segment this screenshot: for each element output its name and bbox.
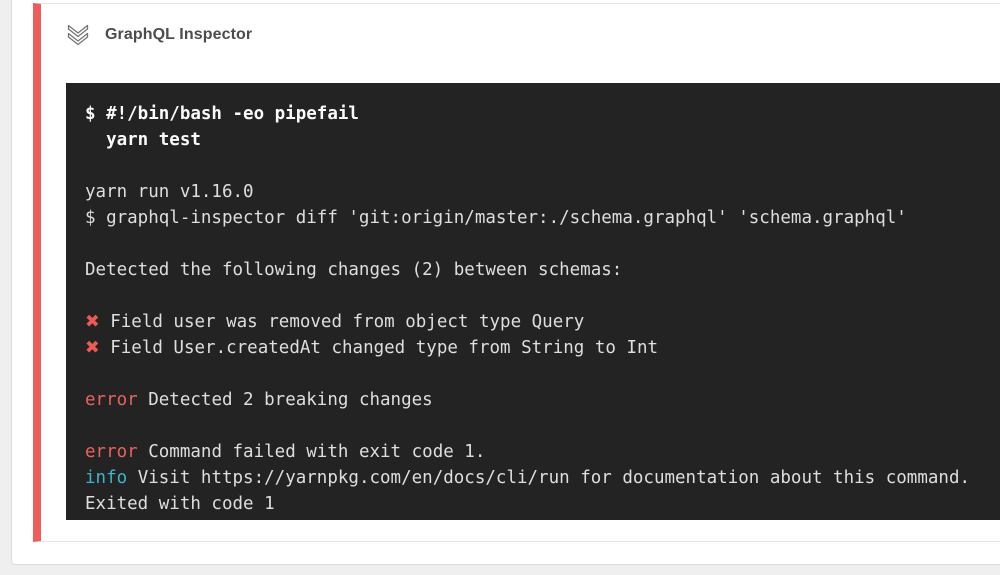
terminal-line: ✖ Field user was removed from object typ… bbox=[85, 309, 1000, 335]
terminal-segment-plain: Detected the following changes (2) betwe… bbox=[85, 260, 623, 280]
terminal-line bbox=[85, 413, 1000, 439]
terminal-line: $ #!/bin/bash -eo pipefail bbox=[85, 101, 1000, 127]
terminal-line bbox=[85, 361, 1000, 387]
terminal-segment-plain: Visit https://yarnpkg.com/en/docs/cli/ru… bbox=[127, 468, 971, 488]
terminal-line: ✖ Field User.createdAt changed type from… bbox=[85, 335, 1000, 361]
terminal-segment-plain: Field User.createdAt changed type from S… bbox=[99, 338, 659, 358]
step-title: GraphQL Inspector bbox=[105, 26, 253, 43]
terminal-segment-plain: $ graphql-inspector diff 'git:origin/mas… bbox=[85, 208, 907, 228]
terminal-segment-info: info bbox=[85, 468, 128, 488]
step-card-graphql-inspector: GraphQL Inspector $ #!/bin/bash -eo pipe… bbox=[33, 3, 1000, 542]
terminal-segment-plain: yarn run v1.16.0 bbox=[85, 182, 254, 202]
terminal-segment-error: error bbox=[85, 442, 138, 462]
terminal-line: error Detected 2 breaking changes bbox=[85, 387, 1000, 413]
terminal-output: $ #!/bin/bash -eo pipefail yarn test yar… bbox=[66, 83, 1000, 520]
terminal-line bbox=[85, 283, 1000, 309]
terminal-line bbox=[85, 153, 1000, 179]
step-header-toggle[interactable]: GraphQL Inspector bbox=[66, 24, 1000, 46]
terminal-segment-plain: Detected 2 breaking changes bbox=[137, 390, 433, 410]
terminal-segment-cross: ✖ bbox=[85, 338, 100, 358]
terminal-segment-bold: $ #!/bin/bash -eo pipefail bbox=[85, 104, 359, 124]
terminal-segment-error: error bbox=[85, 390, 138, 410]
terminal-line: $ graphql-inspector diff 'git:origin/mas… bbox=[85, 205, 1000, 231]
terminal-line: Exited with code 1 bbox=[85, 491, 1000, 517]
terminal-line bbox=[85, 231, 1000, 257]
terminal-segment-cross: ✖ bbox=[85, 312, 100, 332]
terminal-line: yarn run v1.16.0 bbox=[85, 179, 1000, 205]
terminal-line: info Visit https://yarnpkg.com/en/docs/c… bbox=[85, 465, 1000, 491]
terminal-segment-plain: Exited with code 1 bbox=[85, 494, 275, 514]
terminal-segment-plain: Command failed with exit code 1. bbox=[137, 442, 486, 462]
terminal-line: yarn test bbox=[85, 127, 1000, 153]
terminal-segment-plain: Field user was removed from object type … bbox=[99, 312, 585, 332]
terminal-line: error Command failed with exit code 1. bbox=[85, 439, 1000, 465]
double-chevron-down-icon[interactable] bbox=[66, 24, 90, 46]
build-output-panel: GraphQL Inspector $ #!/bin/bash -eo pipe… bbox=[11, 0, 1000, 565]
terminal-line: Detected the following changes (2) betwe… bbox=[85, 257, 1000, 283]
terminal-segment-bold: yarn test bbox=[85, 130, 201, 150]
